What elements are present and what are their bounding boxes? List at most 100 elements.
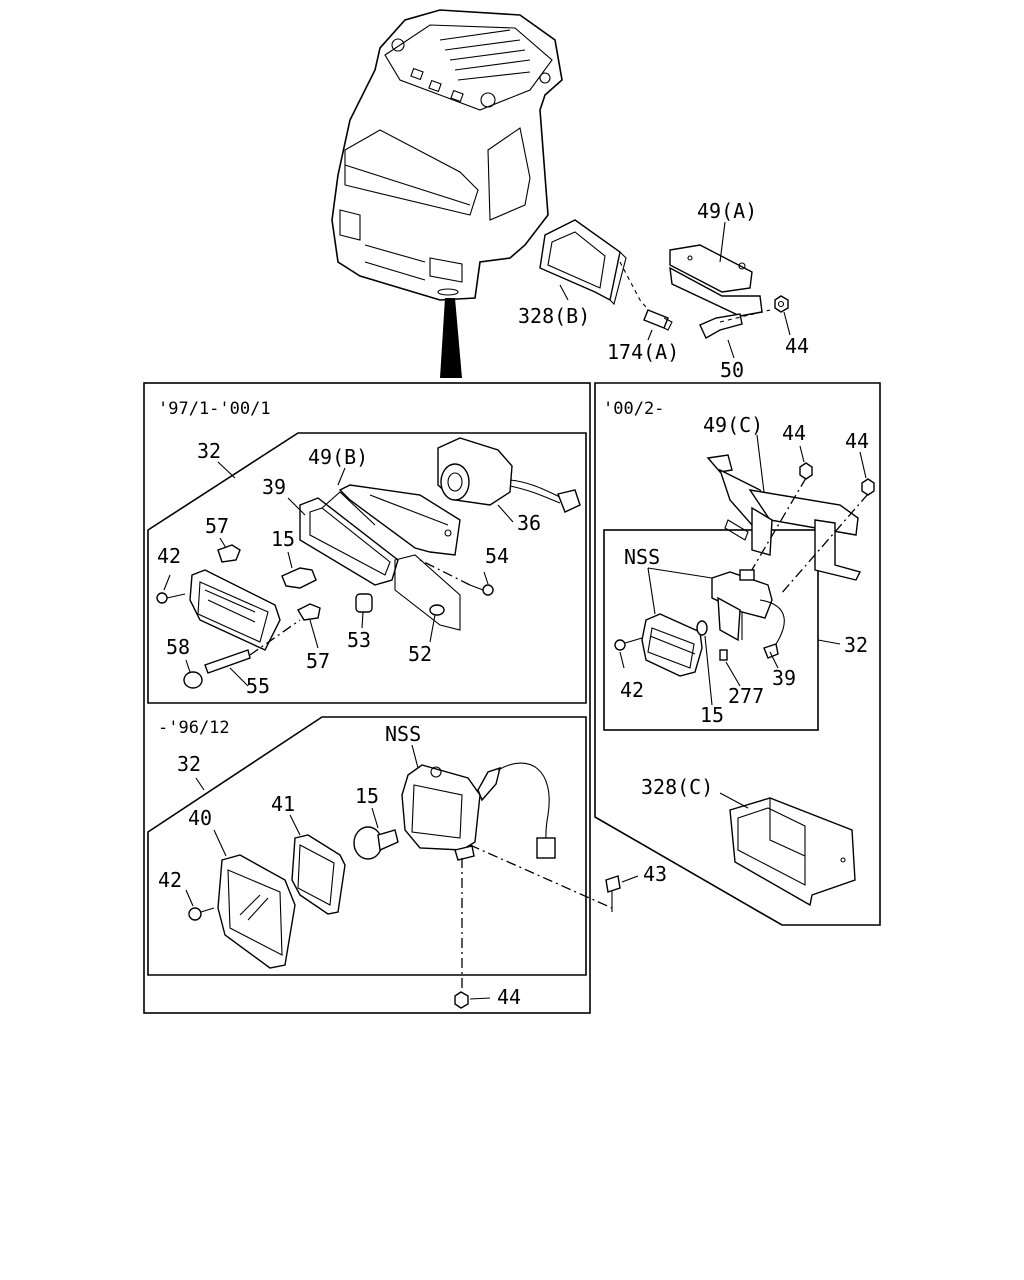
leader-174a [647,329,653,341]
leader-50 [727,339,735,359]
leader-42a [163,574,171,591]
leader-49c [756,434,765,493]
label-15-c: 15 [355,784,379,808]
leader-32a [217,461,236,479]
lens-nss-new-drawing [641,613,703,677]
guide-174a [619,261,651,313]
label-nss-b: NSS [385,722,421,746]
label-32-b: 32 [844,633,868,657]
label-44-r2: 44 [845,429,869,453]
leader-53 [361,611,364,629]
lens-40-drawing [217,854,296,969]
screw-42-c-drawing [188,907,215,921]
socket-53-drawing [355,593,373,613]
leader-57a [219,537,227,549]
label-39-a: 39 [262,475,286,499]
label-57-b: 57 [306,649,330,673]
leader-44-bottom [469,997,491,1000]
label-40: 40 [188,806,212,830]
label-15-a: 15 [271,527,295,551]
label-49c: 49(C) [703,413,763,437]
label-328b: 328(B) [518,304,590,328]
label-44-bottom: 44 [497,985,521,1009]
label-nss-a: NSS [624,545,660,569]
lens-assembly-drawing [189,569,281,651]
nut-44-r2-drawing [861,478,875,496]
sensor-36-drawing [437,437,581,513]
bracket-49b-drawing [338,484,461,556]
frame-96-subpanel [147,716,587,976]
bulb-15-b-drawing [696,620,708,636]
leader-nss-a [647,567,713,579]
label-50: 50 [720,358,744,382]
truck-cab-illustration [331,9,563,301]
label-32-c: 32 [177,752,201,776]
label-57-a: 57 [205,514,229,538]
label-36: 36 [517,511,541,535]
leader-328b [559,284,569,301]
nut-44-r1-drawing [799,462,813,480]
location-pointer [440,298,462,378]
leader-nss-b [411,744,419,769]
frame-left-panel [143,382,591,1014]
label-328c: 328(C) [641,775,713,799]
label-43: 43 [643,862,667,886]
label-54: 54 [485,544,509,568]
leader-nss-a-2 [647,567,656,615]
bulb-15-c-drawing [353,826,399,860]
leader-36 [497,504,514,523]
leader-42c [185,889,194,907]
leader-43 [621,875,639,883]
screw-54-drawing [469,584,494,596]
leader-15b [704,635,713,706]
connector-plate-drawing [394,554,461,631]
lamp-housing-nss-drawing [401,762,556,861]
screw-42-b-drawing [614,637,643,651]
leader-57b [309,619,319,649]
leader-49a [719,221,726,263]
frame-97-00-subpanel [147,432,587,704]
leader-41 [289,814,301,836]
bolt-50-drawing [699,313,743,339]
bracket-49a-drawing [669,244,763,317]
bracket-328b-drawing [539,219,627,306]
label-52: 52 [408,642,432,666]
bulb-15-a-drawing [281,567,317,589]
label-41: 41 [271,792,295,816]
nut-44-top-drawing [774,295,789,313]
leader-44-r1 [799,445,805,463]
nut-44-bottom-drawing [454,991,469,1009]
label-49a: 49(A) [697,199,757,223]
leader-277 [725,661,741,687]
label-53: 53 [347,628,371,652]
guide-43 [469,844,613,909]
leader-40 [213,829,227,857]
leader-58 [185,659,191,673]
leader-328c [719,792,749,809]
label-date-97-00: '97/1-'00/1 [158,399,271,419]
guide-50 [719,309,771,323]
lamp-nss-new-drawing [711,569,785,659]
label-42-c: 42 [158,868,182,892]
gasket-41-drawing [291,834,346,915]
leader-49b [337,467,346,486]
leader-54 [483,571,489,585]
leader-44-top [783,311,791,336]
label-277: 277 [728,684,764,708]
leader-42b [619,651,625,669]
bulb-57-lower-drawing [297,603,321,621]
label-39-b: 39 [772,666,796,690]
leader-39b [769,651,779,669]
leader-32c [195,777,205,791]
label-55: 55 [246,674,270,698]
label-44-r1: 44 [782,421,806,445]
leader-32b [817,639,841,645]
screw-42-a-drawing [156,592,186,604]
bracket-49c-drawing [706,454,862,581]
label-15-b: 15 [700,703,724,727]
washer-52-drawing [429,604,445,616]
leader-15a [287,551,293,569]
leader-52 [429,614,436,643]
guide-54 [419,559,471,586]
